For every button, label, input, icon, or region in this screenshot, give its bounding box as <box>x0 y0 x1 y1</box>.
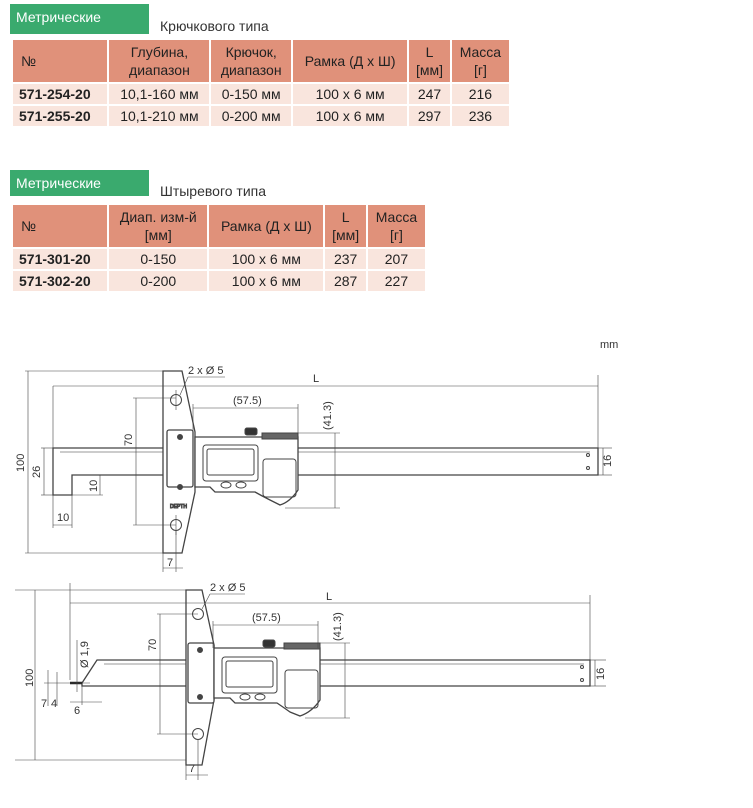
model-number: 571-302-20 <box>13 271 108 291</box>
holes-dim: 2 x Ø 5 <box>188 365 223 377</box>
table-cell: 100 х 6 мм <box>209 271 324 291</box>
dim-16: 16 <box>595 668 607 680</box>
header-line: Рамка (Д х Ш) <box>304 53 396 69</box>
header-line: № <box>21 53 37 69</box>
header-line: [мм] <box>144 227 172 243</box>
column-header: Диап. изм-й [мм] <box>109 205 208 247</box>
length-dim: L <box>313 373 319 385</box>
pin-type-drawing: 2 x Ø 5 L (57.5) (41.3) 70 100 Ø 1,9 7 4… <box>15 582 607 780</box>
table-cell: 297 <box>409 106 450 126</box>
header-line: [мм] <box>416 62 444 78</box>
dim-100: 100 <box>15 454 27 472</box>
column-header: L [мм] <box>409 40 450 82</box>
header-line: диапазон <box>220 62 282 78</box>
header-line: Рамка (Д х Ш) <box>220 218 312 234</box>
depth-mark: DEPTH <box>170 504 187 510</box>
column-header: Крючок, диапазон <box>211 40 291 82</box>
header-line: Глубина, <box>130 44 189 60</box>
table-cell: 227 <box>367 271 425 291</box>
section2-tag: Метрические <box>10 170 149 196</box>
dim-7-small: 7 <box>41 698 47 710</box>
header-line: Диап. изм-й <box>119 209 197 225</box>
dim-6: 6 <box>74 705 80 717</box>
column-header: № <box>13 205 108 247</box>
thumb-wheel <box>283 642 321 650</box>
pin-type-table: № Диап. изм-й [мм] Рамка (Д х Ш) L [мм] Масса [… <box>11 203 427 293</box>
table-cell: 100 х 6 мм <box>292 106 408 126</box>
dim-70: 70 <box>147 639 159 651</box>
beam <box>52 447 599 496</box>
table-cell: 100 х 6 мм <box>292 84 408 104</box>
header-line: диапазон <box>129 62 190 78</box>
hook-type-table: № Глубина, диапазон Крючок, диапазон Рамка (Д… <box>11 38 511 128</box>
dim-26: 26 <box>31 466 43 478</box>
dim-10-horizontal: 10 <box>57 512 69 524</box>
column-header: Масса [г] <box>367 205 425 247</box>
hook-type-drawing: DEPTH 2 x <box>15 365 614 572</box>
pin-diameter-dim: Ø 1,9 <box>79 641 91 668</box>
table-cell: 0-150 мм <box>211 84 291 104</box>
model-number: 571-255-20 <box>13 106 108 126</box>
column-header: Глубина, диапазон <box>109 40 210 82</box>
header-line: [г] <box>473 62 487 78</box>
dim-70: 70 <box>123 434 135 446</box>
width-dim: (57.5) <box>252 612 281 624</box>
column-header: № <box>13 40 108 82</box>
header-line: Масса <box>459 44 502 60</box>
width-dim: (57.5) <box>233 395 262 407</box>
lcd-display <box>221 656 278 694</box>
beam <box>81 659 591 687</box>
table-cell: 10,1-210 мм <box>109 106 210 126</box>
table-cell: 0-150 <box>109 249 208 269</box>
table-cell: 0-200 <box>109 271 208 291</box>
height-dim: (41.3) <box>332 612 344 641</box>
holes-dim: 2 x Ø 5 <box>210 582 245 594</box>
caliper-body <box>213 647 321 717</box>
column-header: L [мм] <box>325 205 366 247</box>
caliper-body <box>194 436 299 506</box>
header-line: Масса <box>375 209 418 225</box>
header-line: [г] <box>390 227 403 243</box>
table-cell: 237 <box>325 249 366 269</box>
table-cell: 247 <box>409 84 450 104</box>
section2-subtitle: Штыревого типа <box>160 183 267 199</box>
height-dim: (41.3) <box>322 401 334 430</box>
column-header: Масса [г] <box>451 40 509 82</box>
model-number: 571-254-20 <box>13 84 108 104</box>
column-header: Рамка (Д х Ш) <box>209 205 324 247</box>
section1-subtitle: Крючкового типа <box>160 18 269 34</box>
table-cell: 0-200 мм <box>211 106 291 126</box>
table-cell: 287 <box>325 271 366 291</box>
table-cell: 10,1-160 мм <box>109 84 210 104</box>
table-cell: 207 <box>367 249 425 269</box>
lock-screw <box>262 639 276 648</box>
dim-10-vertical: 10 <box>88 480 100 492</box>
column-header: Рамка (Д х Ш) <box>292 40 408 82</box>
model-number: 571-301-20 <box>13 249 108 269</box>
dim-16: 16 <box>602 455 614 467</box>
header-line: № <box>21 218 37 234</box>
section1-tag: Метрические <box>10 4 149 34</box>
thumb-wheel <box>261 432 299 440</box>
table-cell: 236 <box>451 106 509 126</box>
lcd-display <box>202 444 259 482</box>
length-dim: L <box>326 591 332 603</box>
header-line: Крючок, <box>225 44 277 60</box>
dim-4: 4 <box>51 698 57 710</box>
unit-label: mm <box>600 339 619 351</box>
header-line: [мм] <box>332 227 360 243</box>
lock-screw <box>244 427 258 436</box>
dim-7: 7 <box>189 763 195 775</box>
table-cell: 100 х 6 мм <box>209 249 324 269</box>
header-line: L <box>341 209 350 225</box>
header-line: L <box>425 44 434 60</box>
dim-100: 100 <box>24 669 36 687</box>
table-cell: 216 <box>451 84 509 104</box>
dim-7: 7 <box>167 557 173 569</box>
